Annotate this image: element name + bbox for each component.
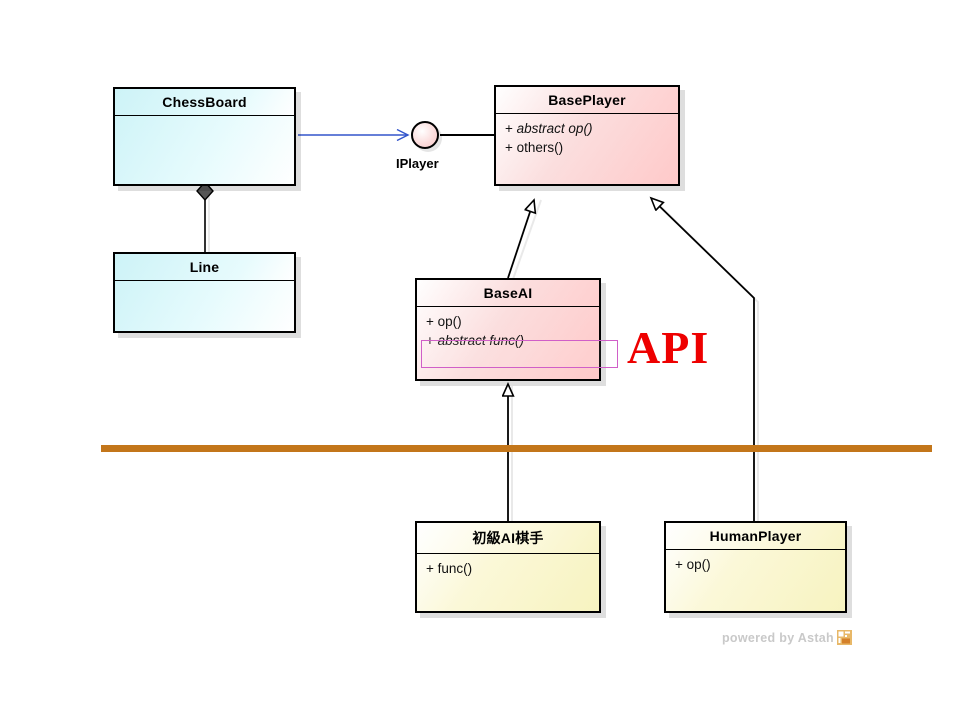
class-box-baseplayer[interactable]: BasePlayer + abstract op() + others()	[494, 85, 680, 186]
member-visibility: +	[426, 333, 434, 348]
member-row: + op()	[666, 555, 845, 574]
class-box-humanplayer[interactable]: HumanPlayer + op()	[664, 521, 847, 613]
member-visibility: +	[426, 314, 434, 329]
astah-logo-icon	[837, 630, 852, 645]
class-box-beginner-ai[interactable]: 初級AI棋手 + func()	[415, 521, 601, 613]
generalization-baseai-baseplayer	[507, 200, 534, 279]
astah-watermark: powered by Astah	[722, 630, 852, 645]
class-name-beginner-ai: 初級AI棋手	[417, 523, 599, 554]
member-visibility: +	[505, 121, 513, 136]
class-name-chessboard: ChessBoard	[115, 89, 294, 116]
class-box-baseai[interactable]: BaseAI + op() + abstract func()	[415, 278, 601, 381]
member-signature: others()	[516, 140, 564, 155]
member-signature: op()	[686, 557, 711, 572]
member-visibility: +	[675, 557, 683, 572]
class-box-chessboard[interactable]: ChessBoard	[113, 87, 296, 186]
interface-label-iplayer: IPlayer	[396, 156, 439, 171]
class-name-baseplayer: BasePlayer	[496, 87, 678, 114]
class-members-beginner-ai: + func()	[417, 554, 599, 578]
member-row: + others()	[496, 138, 678, 157]
class-members-baseai: + op() + abstract func()	[417, 307, 599, 350]
class-name-line: Line	[115, 254, 294, 281]
member-visibility: +	[426, 561, 434, 576]
class-name-baseai: BaseAI	[417, 280, 599, 307]
class-name-humanplayer: HumanPlayer	[666, 523, 845, 550]
api-annotation-label: API	[627, 322, 710, 373]
member-signature: abstract op()	[516, 121, 593, 136]
interface-lollipop-iplayer[interactable]	[411, 121, 439, 149]
member-signature: func()	[437, 561, 473, 576]
member-row: + func()	[417, 559, 599, 578]
class-members-humanplayer: + op()	[666, 550, 845, 574]
class-members-chessboard	[115, 116, 294, 121]
watermark-text: powered by Astah	[722, 630, 834, 645]
class-box-line[interactable]: Line	[113, 252, 296, 333]
member-row-highlighted: + abstract func()	[417, 331, 599, 350]
member-visibility: +	[505, 140, 513, 155]
layer-separator-line	[101, 445, 932, 452]
member-signature: abstract func()	[437, 333, 524, 348]
composition-chessboard-line	[196, 180, 214, 252]
member-row: + abstract op()	[496, 119, 678, 138]
class-members-line	[115, 281, 294, 286]
member-row: + op()	[417, 312, 599, 331]
class-members-baseplayer: + abstract op() + others()	[496, 114, 678, 157]
member-signature: op()	[437, 314, 462, 329]
